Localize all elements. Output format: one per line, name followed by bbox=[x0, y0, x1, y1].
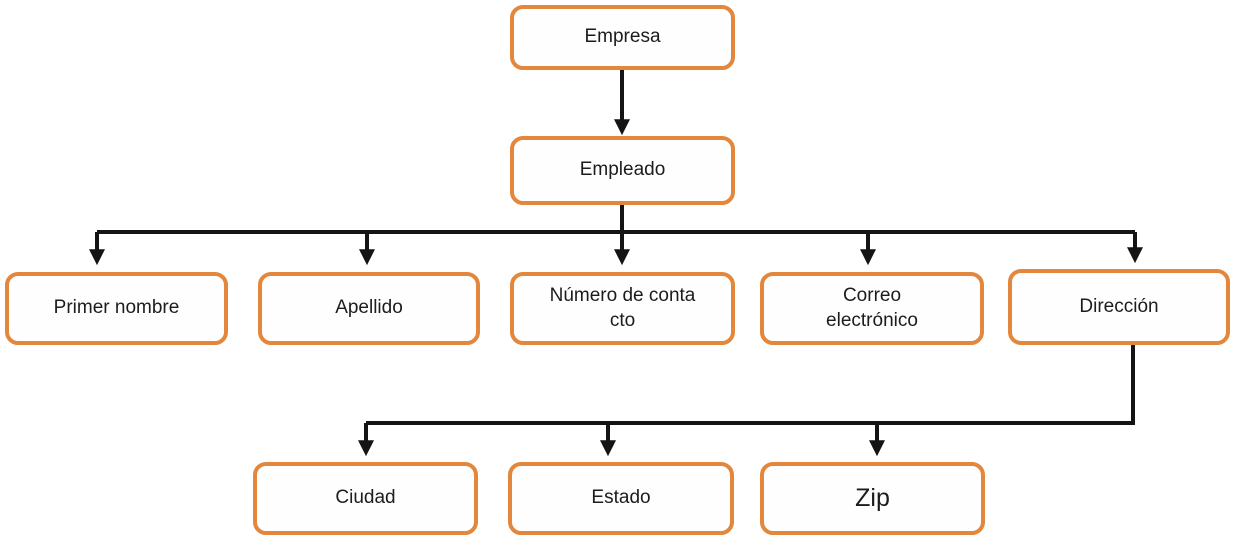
node-apellido: Apellido bbox=[258, 272, 480, 345]
node-ciudad: Ciudad bbox=[253, 462, 478, 535]
node-zip: Zip bbox=[760, 462, 985, 535]
node-numero-de-contacto: Número de conta cto bbox=[510, 272, 735, 345]
node-direccion: Dirección bbox=[1008, 269, 1230, 345]
edge-direccion-bus bbox=[366, 345, 1135, 425]
node-empresa: Empresa bbox=[510, 5, 735, 70]
node-correo-electronico: Correo electrónico bbox=[760, 272, 984, 345]
node-estado: Estado bbox=[508, 462, 734, 535]
node-primer-nombre: Primer nombre bbox=[5, 272, 228, 345]
node-empleado: Empleado bbox=[510, 136, 735, 205]
